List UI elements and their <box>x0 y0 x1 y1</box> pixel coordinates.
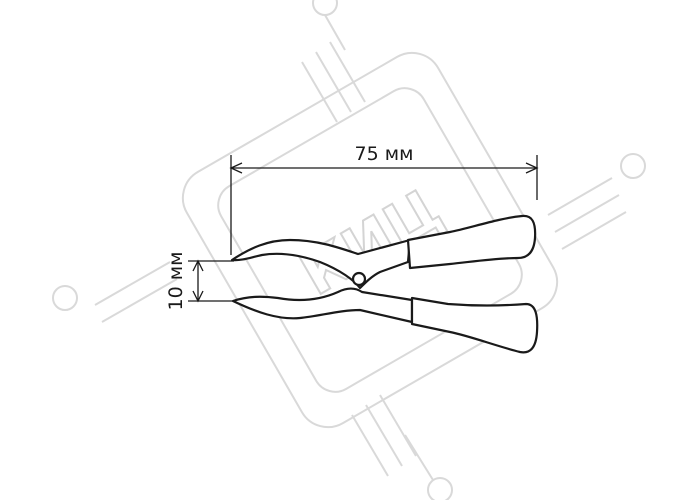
alligator-clip <box>230 214 539 354</box>
watermark-line <box>94 261 171 306</box>
watermark-line <box>547 177 613 216</box>
upper-jaw <box>230 238 412 290</box>
dim-arrow <box>192 290 204 303</box>
watermark-line <box>365 404 403 467</box>
watermark-line <box>404 434 434 481</box>
watermark-line <box>324 14 346 51</box>
dim-arrow <box>192 259 204 272</box>
lower-handle <box>410 296 539 354</box>
lower-jaw <box>231 287 414 324</box>
watermark-node <box>52 285 78 311</box>
dim-arrow <box>229 162 243 174</box>
upper-handle <box>406 214 537 270</box>
watermark-line <box>561 211 627 250</box>
watermark-line <box>101 278 178 323</box>
watermark-line <box>315 51 352 113</box>
watermark-node <box>312 0 338 16</box>
dim-arrow <box>525 162 539 174</box>
watermark-node <box>427 477 453 500</box>
jaw-opening-label: 10 мм <box>165 252 187 311</box>
jaw-opening-dimension: 10 мм <box>165 252 236 311</box>
watermark-line <box>351 414 389 477</box>
watermark-line <box>329 41 366 103</box>
watermark-line <box>554 194 620 233</box>
pivot-rivet <box>351 271 367 287</box>
watermark-line <box>379 394 417 457</box>
length-dimension: 75 мм <box>229 143 539 255</box>
watermark-node <box>620 153 646 179</box>
length-label: 75 мм <box>355 143 414 165</box>
watermark-line <box>301 61 338 123</box>
